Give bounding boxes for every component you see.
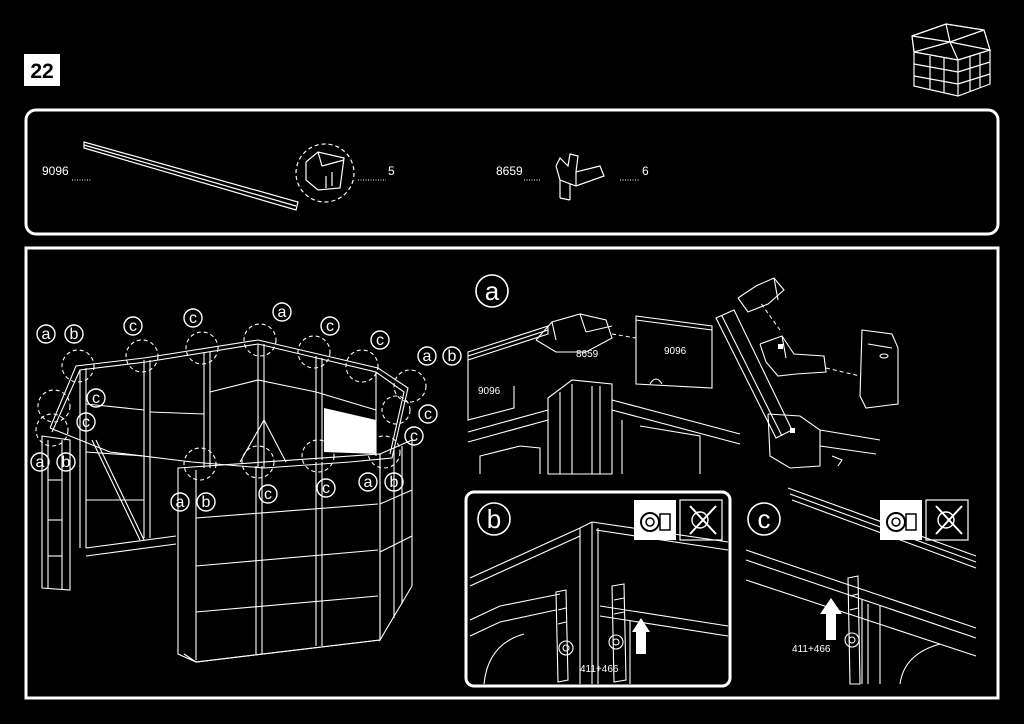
connector-detail-magnifier-icon xyxy=(295,143,355,203)
detail-a-label-9096-top: 9096 xyxy=(664,346,687,357)
callout-labels xyxy=(30,302,462,512)
correct-screw-icon xyxy=(634,500,676,540)
detail-a-label-9096-left: 9096 xyxy=(478,386,501,397)
detail-c-screw-code: 411+466 xyxy=(792,644,831,655)
wrong-screw-icon xyxy=(679,499,723,541)
assembly-panel xyxy=(24,246,1000,700)
step-number: 22 xyxy=(30,60,53,83)
svg-text:b: b xyxy=(62,454,71,471)
part-code-8659: 8659 xyxy=(496,164,523,178)
rail-9096-icon xyxy=(83,141,299,211)
svg-text:a: a xyxy=(42,326,51,343)
detail-b-screw-code: 411+466 xyxy=(580,664,619,675)
detail-a: a xyxy=(467,274,899,475)
detail-b: b 411+4 xyxy=(464,490,732,688)
svg-text:a: a xyxy=(36,454,45,471)
bracket-8659-icon xyxy=(555,153,605,201)
svg-text:b: b xyxy=(202,494,211,511)
svg-text:b: b xyxy=(70,326,79,343)
svg-text:c: c xyxy=(264,486,272,503)
callout-letters: a b c c a c c a b c c c c a b a b c c a … xyxy=(36,304,457,511)
svg-text:c: c xyxy=(82,414,90,431)
detail-b-letter: b xyxy=(487,504,501,534)
svg-text:c: c xyxy=(129,318,137,335)
detail-a-label-8659: 8659 xyxy=(576,349,599,360)
step-number-badge: 22 xyxy=(24,54,60,86)
svg-text:c: c xyxy=(326,318,334,335)
part-code-9096: 9096 xyxy=(42,164,69,178)
svg-text:c: c xyxy=(322,480,330,497)
svg-text:a: a xyxy=(423,348,432,365)
detail-c-letter: c xyxy=(758,504,771,534)
svg-text:b: b xyxy=(448,348,457,365)
svg-text:c: c xyxy=(410,428,418,445)
correct-screw-icon xyxy=(880,500,922,540)
gazebo-frame-illustration xyxy=(41,339,413,663)
detail-c: c 411+466 xyxy=(745,487,977,685)
part-qty-8659: 6 xyxy=(642,164,649,178)
connection-markers xyxy=(35,323,427,481)
part-qty-9096: 5 xyxy=(388,164,395,178)
svg-text:c: c xyxy=(376,332,384,349)
parts-panel: 9096 5 8659 6 xyxy=(24,108,1000,236)
svg-text:a: a xyxy=(278,304,287,321)
gazebo-thumbnail-icon xyxy=(911,23,991,97)
wrong-screw-icon xyxy=(925,499,969,541)
svg-text:c: c xyxy=(189,310,197,327)
svg-text:b: b xyxy=(390,474,399,491)
svg-text:a: a xyxy=(176,494,185,511)
svg-text:c: c xyxy=(92,390,100,407)
detail-a-letter: a xyxy=(485,276,500,306)
svg-text:a: a xyxy=(364,474,373,491)
svg-text:c: c xyxy=(424,406,432,423)
